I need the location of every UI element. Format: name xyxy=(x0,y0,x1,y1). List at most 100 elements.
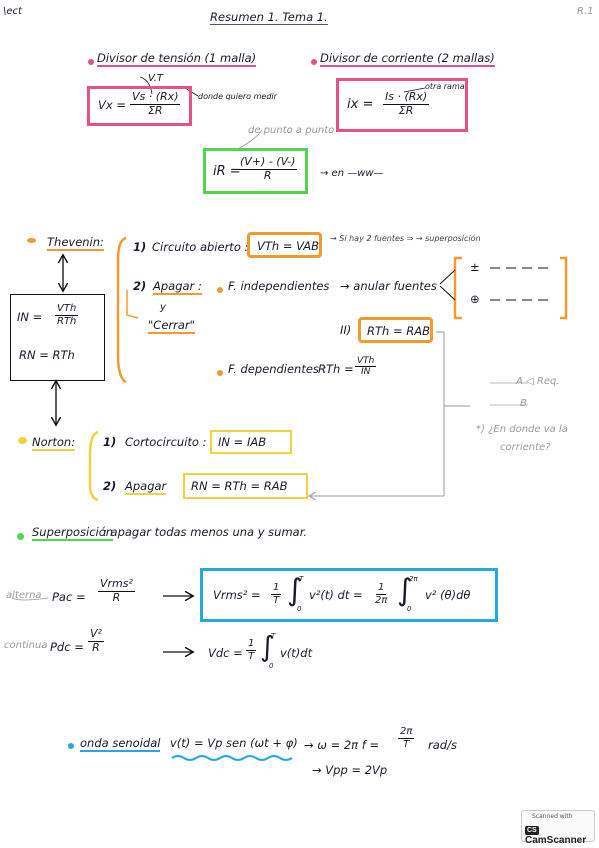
b-note: B xyxy=(520,398,527,409)
f-independientes: F. independientes xyxy=(228,279,330,293)
step-ii: II) xyxy=(340,323,352,337)
omega-unit: rad/s xyxy=(428,738,457,752)
header-left: \ect xyxy=(3,6,22,17)
vdc-body: v(t)dt xyxy=(280,646,313,660)
integral-sign: ∫ xyxy=(260,630,275,663)
alterna-note: alterna xyxy=(6,590,42,601)
divisor-tension-box: Vx = Vs · (Rx)ΣR xyxy=(87,86,192,126)
bullet-dot xyxy=(217,287,223,293)
in-iab-formula: IN = IAB xyxy=(218,435,267,449)
bullet-dot xyxy=(17,533,24,540)
header-right: R.1 xyxy=(577,6,594,17)
apagar-bracket xyxy=(126,290,139,319)
bullet-dot xyxy=(18,437,27,444)
vdc-int-lower: 0 xyxy=(269,662,274,670)
superposicion-note: → Si hay 2 fuentes ⇒ → superposición xyxy=(330,234,481,243)
superposicion-text: : apagar todas menos una y sumar. xyxy=(103,525,308,539)
rth-dep-den: IN xyxy=(360,367,371,378)
ir-num: (V+) - (V-) xyxy=(238,155,298,170)
source-1-icon: ± xyxy=(470,260,480,274)
vth-formula: VTh = VAB xyxy=(257,239,319,253)
int2-upper: 2π xyxy=(409,575,418,583)
anular-fuentes: → anular fuentes xyxy=(340,279,437,293)
ir-den: R xyxy=(263,168,272,182)
question-line2: corriente? xyxy=(500,442,551,453)
rth-box: RTh = RAB xyxy=(358,317,433,343)
omega-num: 2π xyxy=(398,726,415,739)
norton-step2-text: Apagar xyxy=(125,479,167,495)
rth-formula: RTh = RAB xyxy=(367,324,430,338)
onda-label: onda senoidal xyxy=(80,736,161,752)
req-note: A ◁ Req. xyxy=(516,376,560,387)
bullet-dot xyxy=(68,743,74,749)
thevenin-step1-num: 1) xyxy=(133,240,147,254)
norton-brace xyxy=(88,430,99,502)
ix-lhs: ix = xyxy=(347,97,374,112)
rth-dep-lhs: RTh = xyxy=(318,362,354,376)
y-label: y xyxy=(160,302,166,313)
scanner-line1: Scanned with xyxy=(532,813,573,820)
int1-upper: T xyxy=(299,575,304,583)
scanner-watermark: Scanned with CSCamScanner xyxy=(521,810,595,846)
int1-body: v²(t) dt = xyxy=(309,588,363,602)
pac-den: R xyxy=(112,590,121,604)
integral-sign: ∫ xyxy=(397,573,413,608)
in-num: VTh xyxy=(55,303,79,316)
page-title: Resumen 1. Tema 1. xyxy=(210,10,328,25)
divisor-corriente-heading: Divisor de corriente (2 mallas) xyxy=(320,51,495,67)
vdc-lhs: Vdc = xyxy=(208,646,243,660)
omega-lhs: → ω = 2π f = xyxy=(304,738,380,752)
vth-box: VTh = VAB xyxy=(247,232,322,258)
vdc-f-num: 1 xyxy=(246,638,257,651)
norton-label: Norton: xyxy=(32,435,76,451)
scanner-brand: CamScanner xyxy=(525,835,587,846)
continua-note: continua xyxy=(4,640,48,651)
pdc-lhs: Pdc = xyxy=(50,640,84,654)
question-line1: *) ¿En donde va la xyxy=(476,424,568,435)
rn-formula: RN = RTh xyxy=(19,348,75,362)
vx-num: Vs · (Rx) xyxy=(130,90,181,105)
omega-den: T xyxy=(403,738,410,750)
f-dependientes: F. dependientes : xyxy=(228,362,327,376)
thevenin-step1-text: Circuito abierto : xyxy=(152,240,249,254)
rn-rab-box: RN = RTh = RAB xyxy=(183,473,308,499)
in-lhs: IN = xyxy=(17,310,43,324)
vrms-f1-num: 1 xyxy=(271,582,282,595)
divisor-corriente-box: ix = Is · (Rx)ΣR xyxy=(336,78,468,132)
rth-dep-num: VTh xyxy=(355,356,377,368)
superposicion-label: Superposición xyxy=(32,525,114,541)
in-den: RTh xyxy=(57,315,77,327)
vpp-formula: → Vpp = 2Vp xyxy=(312,763,388,777)
vrms-f2-den: 2π xyxy=(375,594,388,606)
current-formula-box: iR = (V+) - (V-)R xyxy=(203,148,308,194)
punto-a-punto-note: de punto a punto xyxy=(248,125,335,136)
integral-sign: ∫ xyxy=(287,573,303,608)
source-2-icon: ⊕ xyxy=(470,292,480,306)
onda-formula: v(t) = Vp sen (ωt + φ) xyxy=(170,736,298,750)
pac-num: Vrms² xyxy=(98,577,135,592)
vdc-int-upper: T xyxy=(271,632,276,640)
in-iab-box: IN = IAB xyxy=(210,430,292,454)
pac-lhs: Pac = xyxy=(52,590,86,604)
bullet-dot xyxy=(311,59,317,65)
ix-den: ΣR xyxy=(398,103,414,117)
divisor-corriente-note: otra rama xyxy=(425,82,465,91)
cerrar-label: "Cerrar" xyxy=(148,318,195,334)
vrms-lhs: Vrms² = xyxy=(213,588,261,602)
norton-step1-text: Cortocircuito : xyxy=(125,435,207,449)
int2-body: v² (θ)dθ xyxy=(425,588,471,602)
resistor-arrow-note: → en —ww— xyxy=(320,168,384,179)
ir-lhs: iR = xyxy=(213,164,241,179)
vdc-f-den: T xyxy=(248,650,255,662)
bullet-dot xyxy=(27,238,36,243)
divisor-tension-heading: Divisor de tensión (1 malla) xyxy=(97,51,257,67)
rn-rab-formula: RN = RTh = RAB xyxy=(191,479,288,493)
vt-label: V.T xyxy=(148,73,163,84)
vx-den: ΣR xyxy=(147,103,163,117)
vrms-f1-den: T xyxy=(273,594,280,606)
camscanner-logo-icon: CS xyxy=(525,826,539,835)
bullet-dot xyxy=(88,59,94,65)
